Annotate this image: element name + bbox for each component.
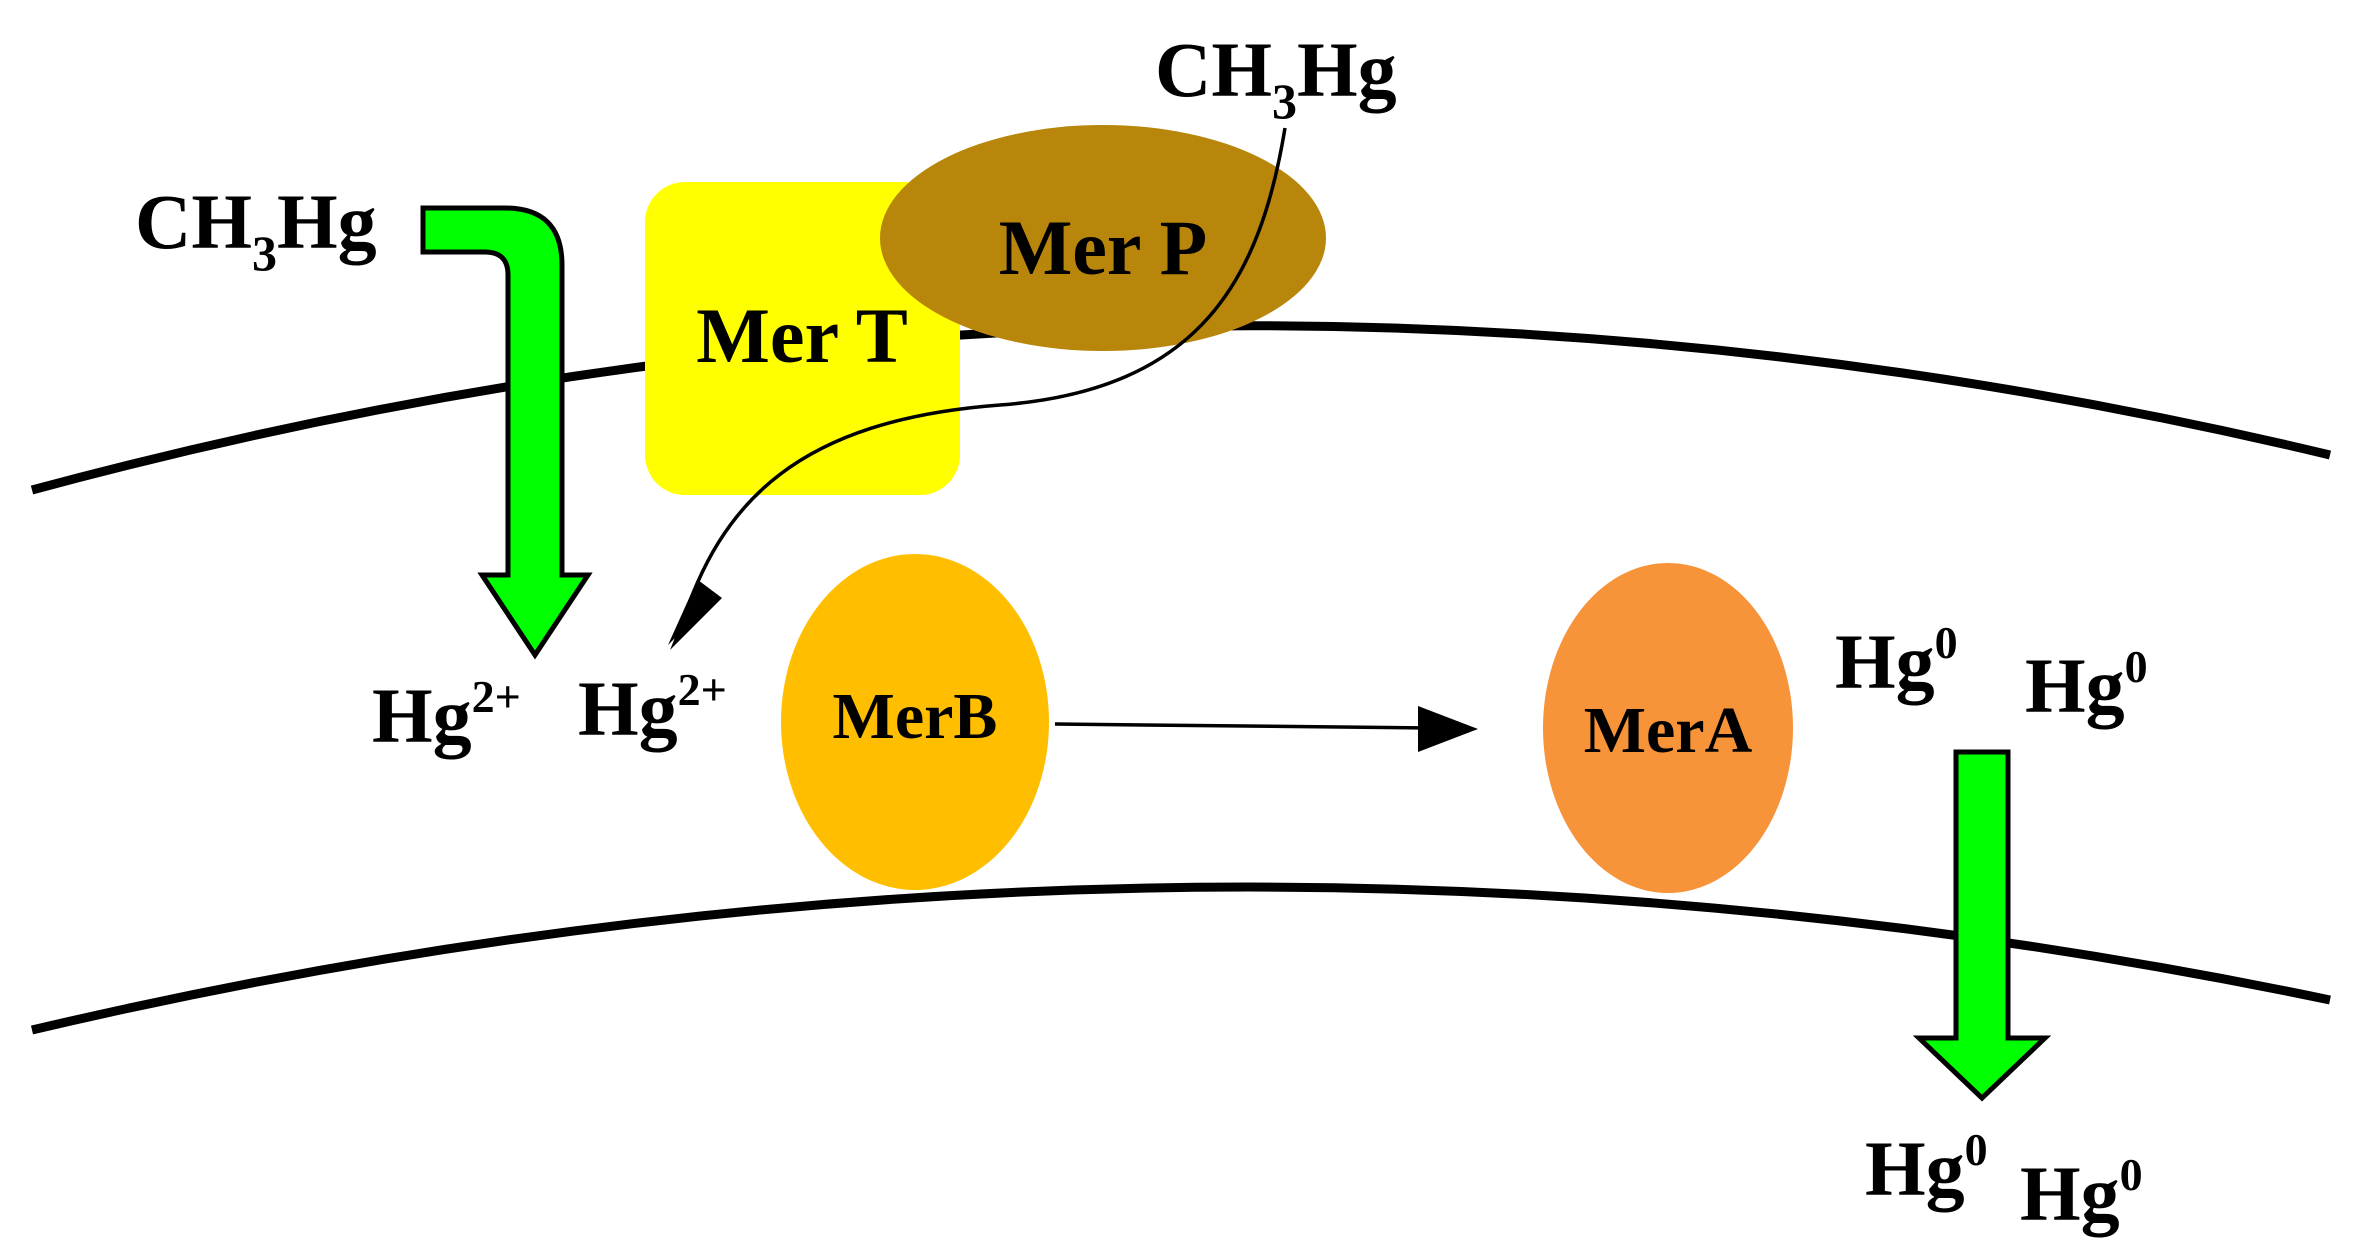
hg2-label-left: Hg2+ bbox=[372, 671, 521, 759]
mer-t-label: Mer T bbox=[696, 292, 908, 379]
mer-a-protein: MerA bbox=[1543, 563, 1793, 893]
hg0-inside-right: Hg0 bbox=[2025, 641, 2148, 729]
mer-b-protein: MerB bbox=[781, 554, 1049, 890]
merb-to-mera-arrowhead bbox=[1418, 706, 1478, 752]
ch3hg-label-left: CH3Hg bbox=[135, 178, 377, 281]
outer-membrane-line bbox=[30, 321, 2332, 495]
ch3hg-transport-arrow bbox=[678, 127, 1287, 631]
mer-t-shape bbox=[645, 182, 960, 495]
mer-p-protein: Mer P bbox=[880, 125, 1326, 351]
mer-b-label: MerB bbox=[833, 680, 998, 753]
hg2-label-right: Hg2+ bbox=[578, 664, 727, 752]
mer-p-shape bbox=[880, 125, 1326, 351]
hg0-outside-left: Hg0 bbox=[1865, 1124, 1988, 1212]
mer-b-shape bbox=[781, 554, 1049, 890]
mer-p-label: Mer P bbox=[999, 204, 1208, 291]
ch3hg-transport-arrowhead-fill bbox=[670, 580, 722, 650]
ch3hg-label-top: CH3Hg bbox=[1155, 26, 1397, 129]
mer-a-label: MerA bbox=[1584, 694, 1753, 767]
green-uptake-arrow bbox=[420, 205, 593, 660]
hg0-outside-right: Hg0 bbox=[2020, 1149, 2143, 1237]
merb-to-mera-arrow-shaft bbox=[1054, 722, 1431, 730]
hg0-inside-left: Hg0 bbox=[1835, 617, 1958, 705]
mer-a-shape bbox=[1543, 563, 1793, 893]
green-export-arrow bbox=[1912, 749, 2052, 1102]
mer-t-protein: Mer T bbox=[645, 182, 960, 495]
